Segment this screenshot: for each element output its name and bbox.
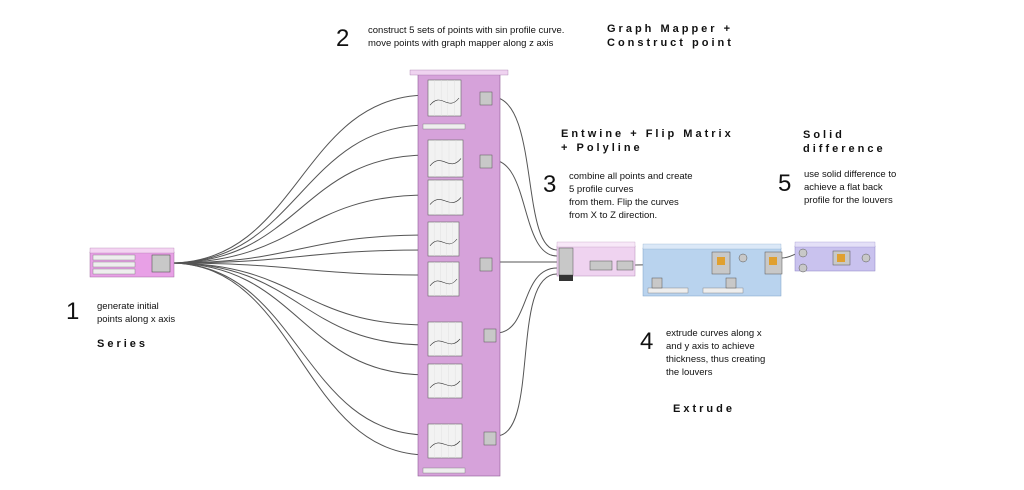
graph-curve — [429, 158, 462, 167]
panel[interactable] — [559, 275, 573, 281]
wire — [491, 159, 558, 257]
graph-mapper[interactable] — [427, 139, 464, 178]
wire — [169, 124, 429, 264]
graph-mapper[interactable] — [427, 423, 463, 459]
step-number: 4 — [640, 328, 654, 355]
step-number: 3 — [543, 171, 557, 198]
wire — [495, 273, 558, 437]
wire — [169, 262, 429, 376]
number-slider[interactable] — [647, 287, 689, 294]
brep-param-node[interactable] — [861, 253, 871, 263]
entwine-group — [556, 241, 636, 281]
entwine-component[interactable] — [558, 247, 574, 276]
component-label: Extrude — [673, 403, 735, 415]
graph-curve — [429, 97, 460, 106]
graph-curve — [429, 197, 462, 205]
extrude-group — [642, 243, 783, 297]
unit-vector-component[interactable] — [651, 277, 663, 289]
construct-point-component[interactable] — [479, 91, 493, 106]
step-description: use solid difference to achieve a flat b… — [804, 169, 897, 206]
unit-vector-component[interactable] — [725, 277, 737, 289]
graph-mappers — [422, 79, 497, 474]
number-slider[interactable] — [422, 467, 466, 474]
wire — [495, 267, 558, 334]
wire — [169, 262, 429, 326]
graph-curve — [429, 380, 461, 388]
step-description: extrude curves along x and y axis to ach… — [666, 328, 766, 378]
solid-difference-group — [794, 241, 876, 273]
param-node[interactable] — [738, 253, 748, 263]
step-description: generate initial points along x axis — [97, 301, 176, 325]
wire — [169, 262, 429, 276]
graph-mapper[interactable] — [427, 79, 462, 117]
step-description: construct 5 sets of points with sin prof… — [368, 25, 565, 49]
construct-point-component[interactable] — [483, 328, 497, 343]
construct-point-component[interactable] — [479, 154, 493, 169]
series-group — [89, 247, 175, 278]
step-number: 2 — [336, 25, 350, 52]
extrude-icon — [717, 257, 725, 265]
wire — [169, 94, 429, 264]
number-slider[interactable] — [92, 268, 136, 275]
polyline-component[interactable] — [616, 260, 634, 271]
wire — [491, 96, 558, 251]
component-label: Series — [97, 338, 149, 350]
step-description: combine all points and create 5 profile … — [569, 171, 693, 221]
graph-curve — [429, 440, 461, 448]
solid-difference-icon — [837, 254, 845, 262]
wire — [169, 262, 429, 346]
number-slider[interactable] — [422, 123, 466, 130]
component-label: Graph Mapper + Construct point — [607, 23, 734, 49]
construct-point-component[interactable] — [483, 431, 497, 446]
wire — [169, 262, 429, 456]
wire — [169, 194, 429, 264]
wire — [169, 154, 429, 264]
component-label: Solid difference — [803, 129, 886, 155]
graph-mapper[interactable] — [427, 321, 463, 357]
brep-param-node[interactable] — [798, 248, 808, 258]
series-component[interactable] — [151, 254, 171, 273]
graph-mapper[interactable] — [427, 179, 464, 216]
number-slider[interactable] — [92, 254, 136, 261]
brep-param-node[interactable] — [798, 263, 808, 273]
wire — [169, 249, 429, 264]
wire — [169, 262, 429, 436]
extrude-icon — [769, 257, 777, 265]
graph-mapper[interactable] — [427, 221, 460, 257]
number-slider[interactable] — [92, 261, 136, 268]
construct-point-component[interactable] — [479, 257, 493, 272]
step-number: 1 — [66, 298, 80, 325]
component-label: Entwine + Flip Matrix + Polyline — [561, 128, 734, 154]
step-number: 5 — [778, 170, 792, 197]
graph-curve — [429, 278, 458, 286]
wire — [169, 234, 429, 264]
graph-mapper[interactable] — [427, 261, 460, 297]
graph-curve — [429, 238, 458, 246]
number-slider[interactable] — [702, 287, 744, 294]
graph-mapper[interactable] — [427, 363, 463, 399]
graph-curve — [429, 338, 461, 346]
flip-matrix-component[interactable] — [589, 260, 613, 271]
